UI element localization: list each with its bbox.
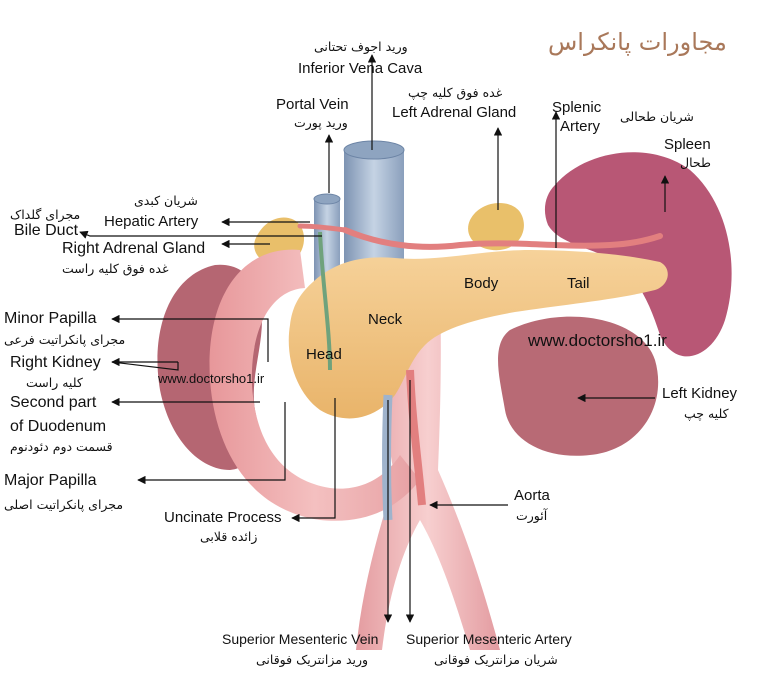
minor-papilla-label-fa: مجرای پانکراتیت فرعی [4, 332, 126, 347]
bile-duct-label: Bile Duct [14, 222, 79, 239]
splenic-artery-label-2: Artery [560, 118, 601, 135]
diagram-title: مجاورات پانکراس [548, 28, 727, 56]
minor-papilla-label: Minor Papilla [4, 310, 97, 327]
smv-label: Superior Mesenteric Vein [222, 631, 379, 647]
hepatic-artery-label: Hepatic Artery [104, 213, 199, 230]
second-part-duodenum-label-fa: قسمت دوم دئودنوم [10, 439, 113, 454]
second-part-duodenum-label-1: Second part [10, 394, 97, 411]
aorta-label-fa: آئورت [516, 508, 548, 523]
superior-mesenteric-artery [406, 369, 426, 506]
right-kidney-label: Right Kidney [10, 354, 101, 371]
left-adrenal-gland [468, 202, 524, 251]
right-adrenal-label-fa: غده فوق کلیه راست [62, 261, 169, 276]
left-adrenal-label-fa: غده فوق کلیه چپ [408, 85, 503, 100]
splenic-artery-label-fa: شریان طحالی [620, 109, 694, 124]
sma-label: Superior Mesenteric Artery [406, 631, 572, 647]
ivc-label: Inferior Vena Cava [298, 60, 423, 77]
region-neck: Neck [368, 311, 403, 328]
major-papilla-label: Major Papilla [4, 472, 97, 489]
left-adrenal-label: Left Adrenal Gland [392, 104, 517, 121]
sma-label-fa: شریان مزانتریک فوقانی [434, 652, 558, 667]
portal-vein-label: Portal Vein [276, 96, 349, 113]
portal-vein-label-fa: ورید پورت [294, 115, 348, 130]
uncinate-process-label-fa: زائده قلابی [200, 529, 258, 544]
aorta-label: Aorta [514, 487, 550, 504]
uncinate-process-label: Uncinate Process [164, 509, 282, 526]
second-part-duodenum-label-2: of Duodenum [10, 418, 107, 435]
spleen-label: Spleen [664, 136, 711, 153]
duodenum [209, 249, 420, 521]
major-papilla-label-fa: مجرای پانکراتیت اصلی [4, 497, 124, 512]
watermark-small: www.doctorsho1.ir [158, 371, 265, 386]
right-kidney-label-fa: کلیه راست [26, 375, 83, 390]
pancreas [288, 250, 668, 419]
hepatic-artery-label-fa: شریان کبدی [134, 193, 198, 208]
ivc-label-fa: ورید اجوف تحتانی [314, 39, 408, 54]
bile-duct-label-fa: مجرای گلداک [10, 207, 81, 222]
splenic-artery-label-1: Splenic [552, 99, 602, 116]
region-tail: Tail [567, 275, 590, 292]
bile-duct [318, 231, 332, 371]
spleen-label-fa: طحال [680, 155, 711, 170]
region-body: Body [464, 275, 499, 292]
smv-label-fa: ورید مزانتریک فوقانی [256, 652, 369, 667]
left-kidney [498, 316, 659, 456]
left-kidney-label: Left Kidney [662, 385, 738, 402]
hepatic-artery [297, 223, 348, 233]
splenic-artery [342, 227, 663, 250]
right-adrenal-label: Right Adrenal Gland [62, 240, 206, 257]
spleen [544, 152, 732, 357]
left-kidney-label-fa: کلیه چپ [684, 406, 729, 421]
watermark-main: www.doctorsho1.ir [528, 331, 667, 350]
region-head: Head [306, 346, 342, 363]
